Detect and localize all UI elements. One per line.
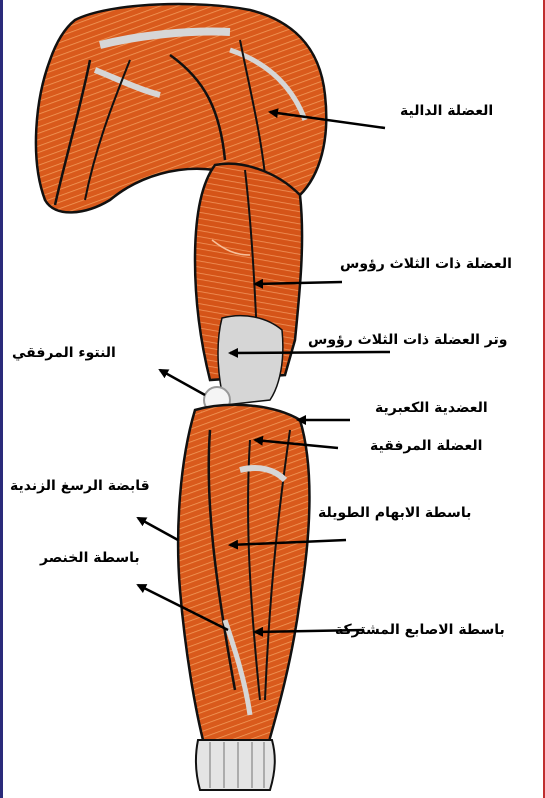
label-flexor-carpi-ulnaris: قابضة الرسغ الزندية bbox=[10, 478, 150, 494]
arrow-flexor-carpi-ulnaris bbox=[138, 518, 178, 540]
wrist-retinaculum bbox=[196, 740, 275, 790]
label-anconeus: العضلة المرفقية bbox=[370, 438, 482, 454]
forearm-muscles bbox=[178, 405, 309, 748]
label-triceps: العضلة ذات الثلاث رؤوس bbox=[340, 256, 512, 272]
label-extensor-digitorum: باسطة الاصابع المشتركة bbox=[335, 622, 505, 638]
label-olecranon: النتوء المرفقي bbox=[12, 345, 116, 361]
arrow-triceps-tendon bbox=[230, 352, 390, 353]
arrow-olecranon bbox=[160, 370, 205, 395]
label-abductor-pollicis-longus: باسطة الابهام الطويلة bbox=[318, 505, 471, 521]
label-extensor-digiti-minimi: باسطة الخنصر bbox=[40, 550, 140, 566]
label-brachioradialis: العضدية الكعبرية bbox=[375, 400, 488, 416]
label-triceps-tendon: وتر العضلة ذات الثلاث رؤوس bbox=[308, 332, 507, 348]
label-deltoid: العضلة الدالية bbox=[400, 103, 493, 119]
